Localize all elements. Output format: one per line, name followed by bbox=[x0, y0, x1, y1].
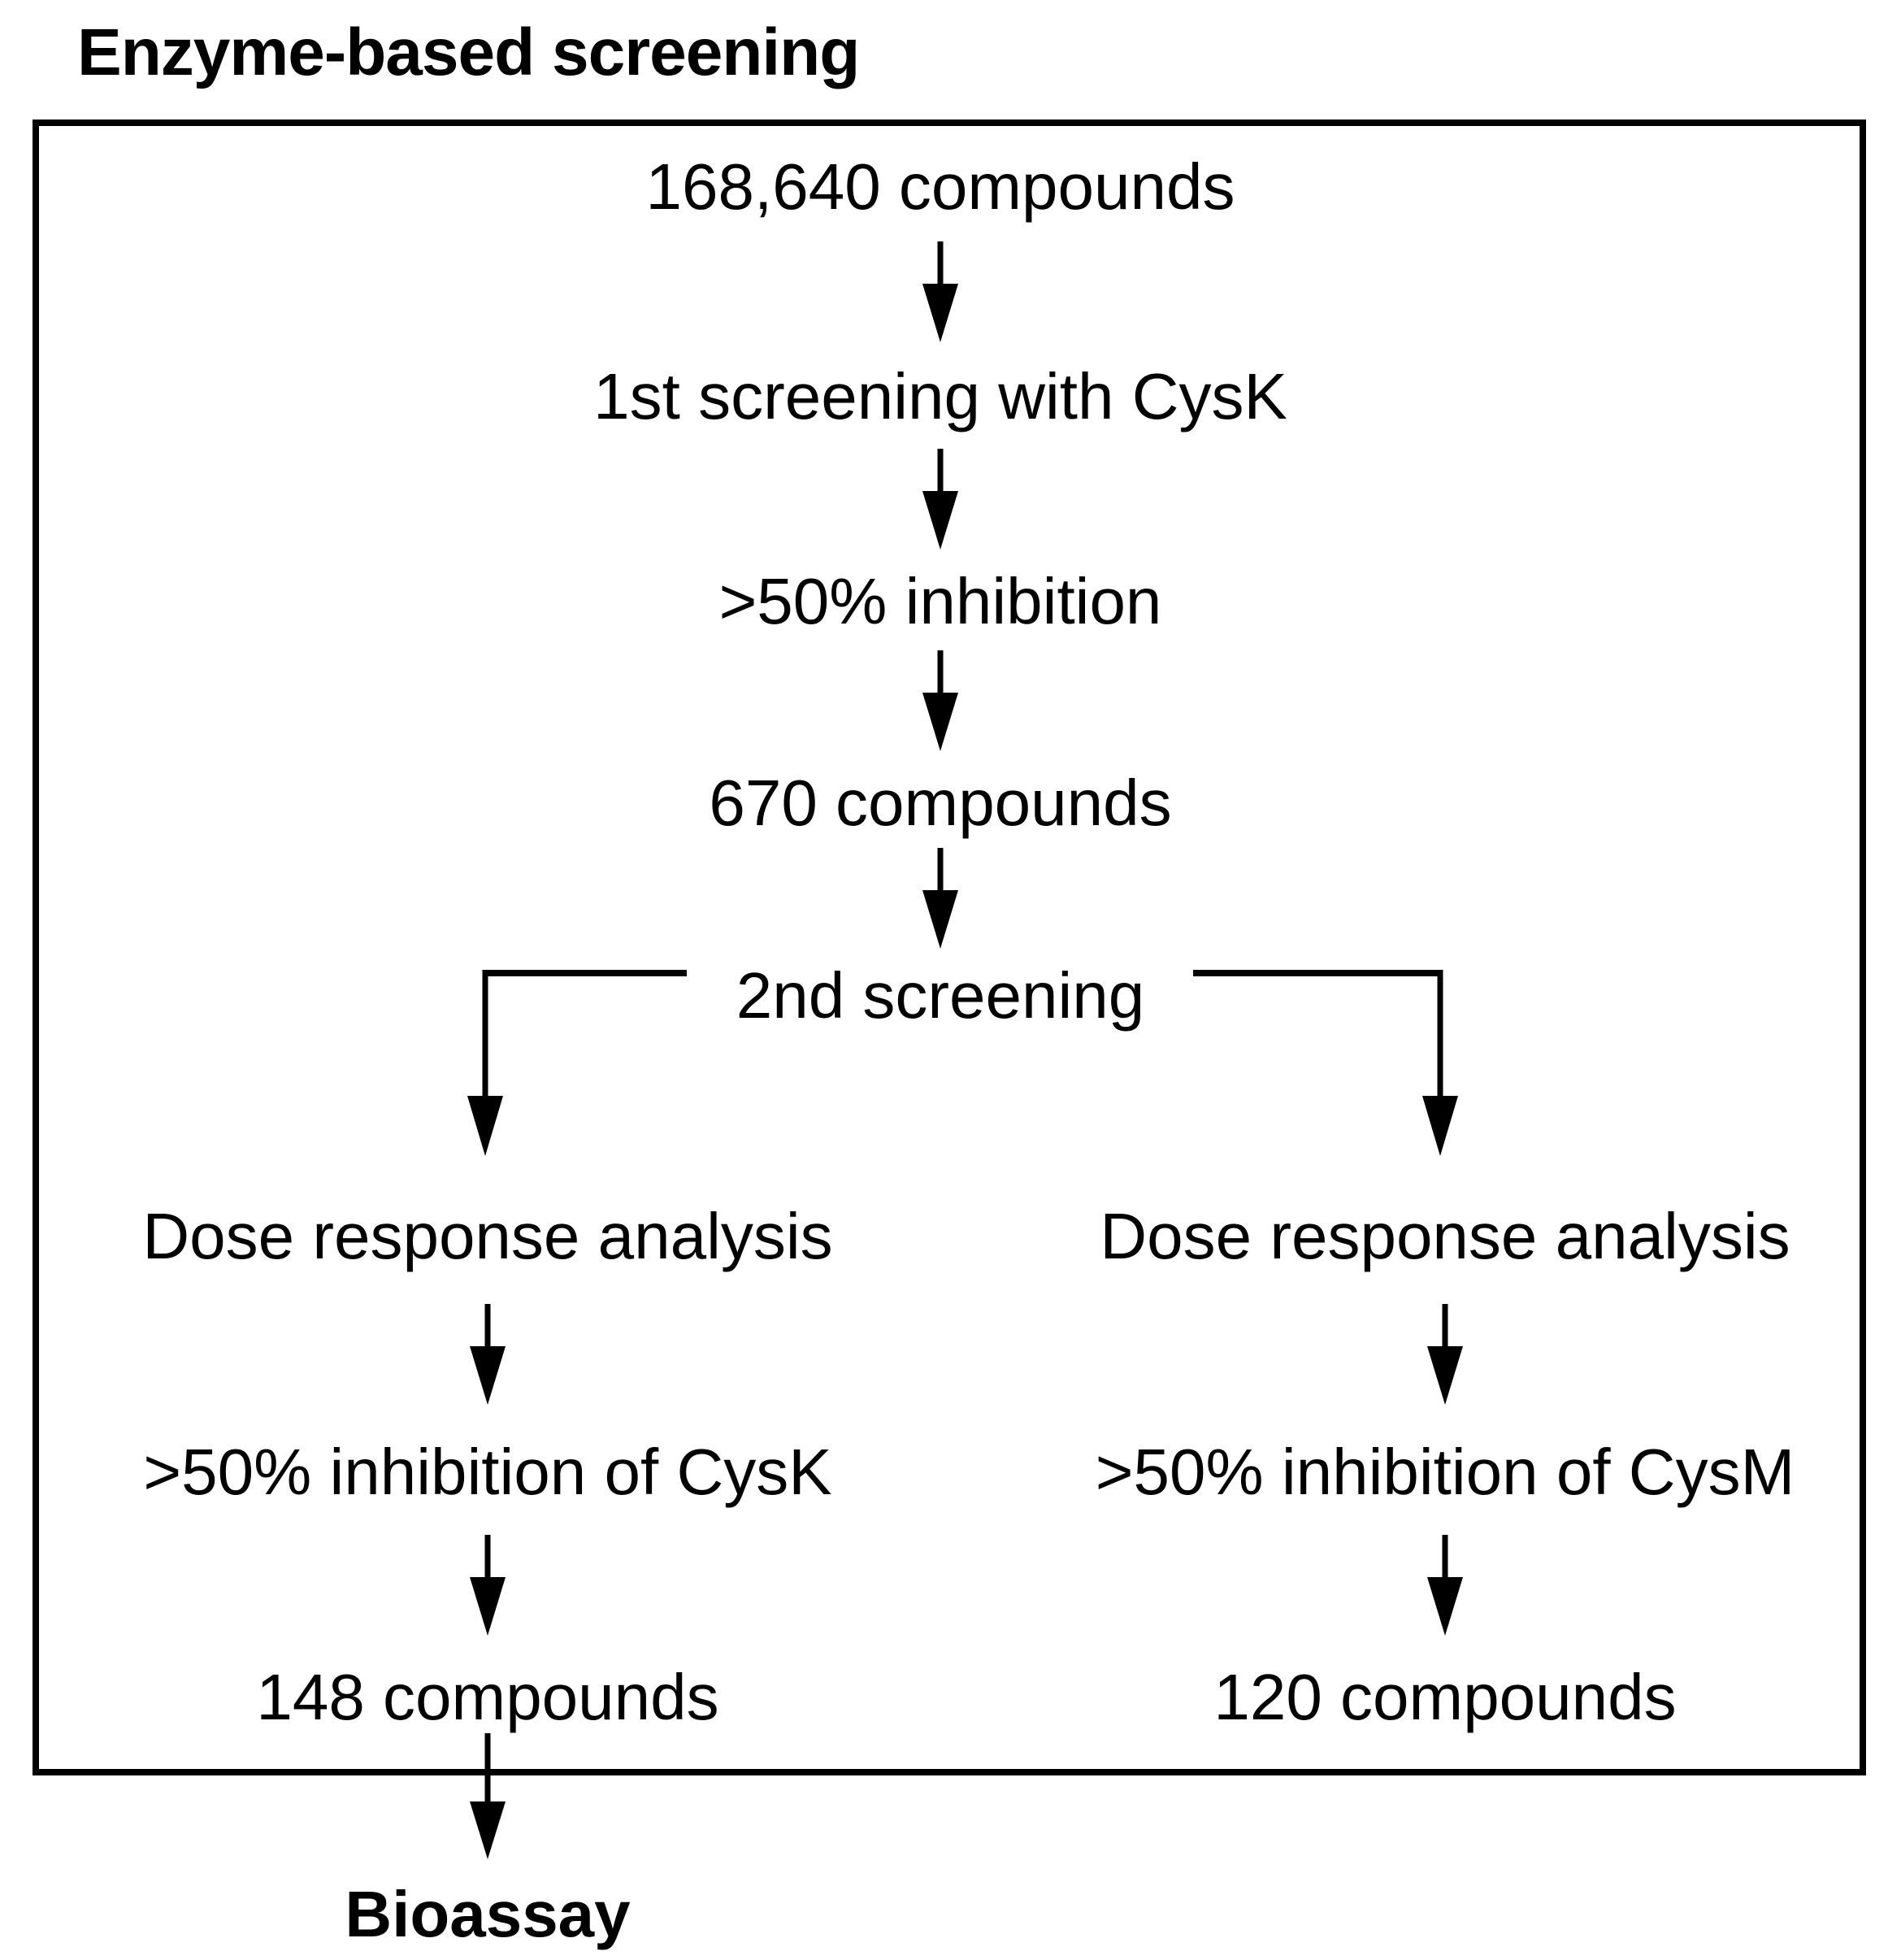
arrow-down-icon bbox=[470, 1535, 506, 1636]
node-120-compounds: 120 compounds bbox=[1213, 1661, 1677, 1733]
node-left-inhibition-cysk: >50% inhibition of CysK bbox=[143, 1436, 832, 1508]
node-bioassay: Bioassay bbox=[345, 1878, 631, 1950]
arrow-down-icon bbox=[922, 449, 958, 550]
branch-connector-left-arrow-down-icon bbox=[467, 970, 687, 1156]
branch-connector-right-arrow-down-icon bbox=[1193, 970, 1458, 1156]
arrow-down-icon bbox=[1427, 1304, 1463, 1405]
exit-arrow-down-icon bbox=[470, 1733, 506, 1859]
arrow-down-icon bbox=[922, 848, 958, 949]
node-initial-compounds: 168,640 compounds bbox=[645, 150, 1235, 223]
arrow-down-icon bbox=[470, 1304, 506, 1405]
arrow-down-icon bbox=[922, 241, 958, 342]
node-left-dose-response: Dose response analysis bbox=[142, 1200, 833, 1272]
node-inhibition-threshold: >50% inhibition bbox=[718, 565, 1162, 637]
node-first-screening: 1st screening with CysK bbox=[593, 360, 1287, 432]
diagram-title: Enzyme-based screening bbox=[77, 15, 860, 89]
screening-frame-box bbox=[33, 120, 1866, 1775]
node-second-screening: 2nd screening bbox=[736, 959, 1145, 1032]
node-670-compounds: 670 compounds bbox=[709, 767, 1172, 839]
arrow-down-icon bbox=[1427, 1535, 1463, 1636]
node-right-inhibition-cysm: >50% inhibition of CysM bbox=[1095, 1436, 1795, 1508]
arrow-down-icon bbox=[922, 650, 958, 751]
node-right-dose-response: Dose response analysis bbox=[1100, 1200, 1790, 1272]
node-148-compounds: 148 compounds bbox=[256, 1661, 719, 1733]
